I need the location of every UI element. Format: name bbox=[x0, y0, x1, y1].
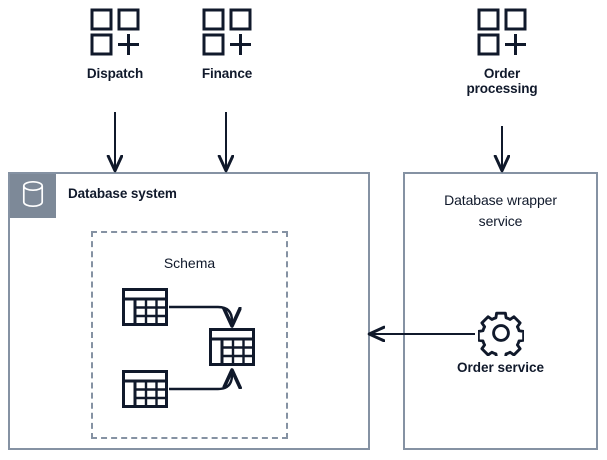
actor-finance-label: Finance bbox=[201, 66, 253, 81]
actor-finance[interactable]: Finance bbox=[172, 8, 282, 81]
app-grid-plus-icon bbox=[172, 8, 282, 61]
database-cylinder-icon bbox=[21, 180, 45, 213]
panel-database-system-title: Database system bbox=[68, 186, 177, 201]
gear-icon bbox=[476, 311, 525, 360]
table-icon-center[interactable] bbox=[209, 328, 255, 371]
panel-database-wrapper-service[interactable] bbox=[403, 172, 598, 450]
app-grid-plus-icon bbox=[60, 8, 170, 61]
panel-database-wrapper-service-title: Database wrapper service bbox=[444, 192, 557, 229]
panel-database-system[interactable] bbox=[8, 172, 370, 450]
app-grid-plus-icon bbox=[447, 8, 557, 61]
actor-order-processing[interactable]: Order processing bbox=[447, 8, 557, 96]
actor-dispatch[interactable]: Dispatch bbox=[60, 8, 170, 81]
database-system-badge bbox=[10, 174, 56, 218]
schema-label: Schema bbox=[163, 255, 216, 271]
order-service-node[interactable]: Order service bbox=[403, 310, 598, 375]
actor-order-processing-label: Order processing bbox=[466, 66, 538, 96]
table-icon-top-left[interactable] bbox=[122, 288, 168, 331]
order-service-label: Order service bbox=[456, 360, 545, 375]
table-icon-bottom-left[interactable] bbox=[122, 370, 168, 413]
schema-container[interactable] bbox=[91, 231, 288, 439]
actor-dispatch-label: Dispatch bbox=[86, 66, 144, 81]
